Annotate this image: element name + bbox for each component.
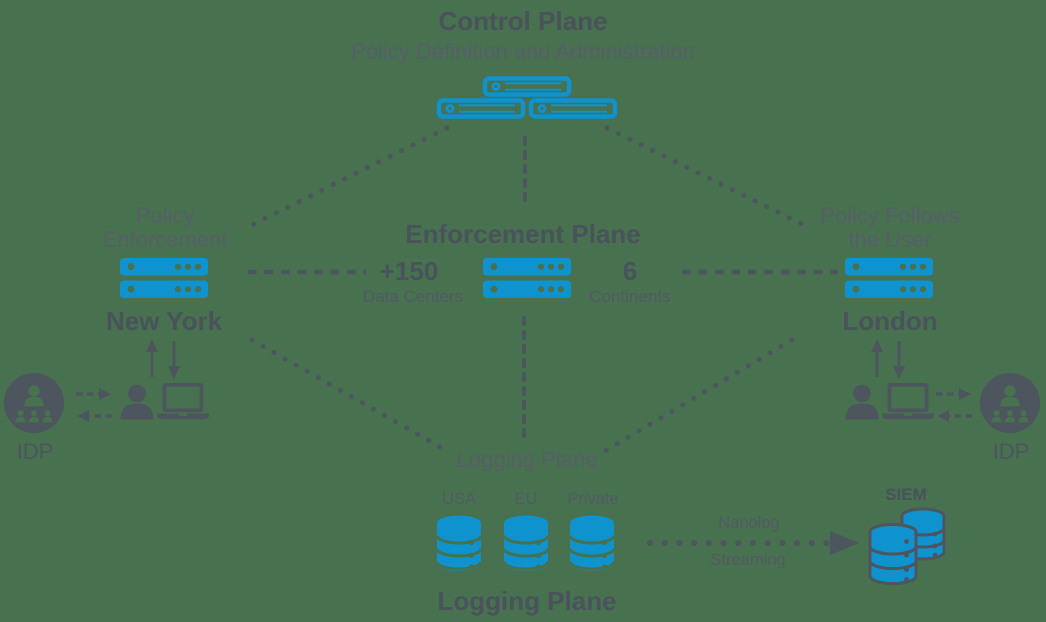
flow-label-nanolog: Nanolog [718, 514, 780, 532]
logging-plane-label: Logging Plane [456, 447, 598, 472]
datastore-label-usa: USA [442, 490, 476, 508]
user-icon [119, 384, 155, 420]
database-icon [502, 514, 550, 572]
connector-control-to-newyork [247, 125, 450, 229]
right-node-label-line2: the User [848, 227, 932, 252]
idp-right-label: IDP [992, 439, 1030, 464]
idp-left-arrows [76, 392, 112, 418]
connector-control-to-london [604, 125, 809, 229]
enforcement-server-icon [483, 258, 571, 298]
datacenters-label: Data Centers [362, 287, 464, 306]
laptop-icon [882, 383, 934, 421]
idp-icon [3, 372, 65, 434]
enforcement-plane-title: Enforcement Plane [405, 219, 641, 249]
idp-left-label: IDP [16, 439, 54, 464]
user-icon [844, 384, 880, 420]
continents-label: Continents [589, 287, 671, 306]
control-plane-subtitle: Policy Definition and Administration [351, 39, 695, 64]
laptop-icon [157, 383, 209, 421]
london-city-label: London [842, 306, 938, 336]
left-node-label-line2: Enforcement [102, 227, 228, 252]
flow-label-streaming: Streaming [710, 551, 786, 569]
connector-london-to-logging [602, 337, 795, 454]
idp-icon [979, 372, 1041, 434]
left-node-label-line1: Policy [135, 203, 195, 228]
database-icon [435, 514, 483, 572]
logging-plane-title: Logging Plane [437, 586, 617, 616]
right-node-label-line1: Policy Follows [820, 203, 960, 228]
continents-count: 6 [622, 256, 638, 286]
database-icon [568, 514, 616, 572]
arrow-heads [77, 339, 971, 555]
london-user-arrows [875, 341, 901, 377]
right-node-label: Policy Follows the User [820, 204, 959, 252]
connector-newyork-to-logging [249, 337, 450, 454]
datacenters-count: +150 [379, 256, 439, 286]
newyork-user-arrows [150, 341, 176, 377]
control-plane-title: Control Plane [438, 6, 608, 36]
newyork-server-icon [120, 258, 208, 298]
datastore-label-private: Private [567, 490, 619, 508]
london-server-icon [845, 258, 933, 298]
left-node-label: Policy Enforcement [103, 204, 228, 252]
siem-database-icon [868, 506, 950, 590]
datastore-label-eu: EU [514, 490, 538, 508]
newyork-city-label: New York [105, 306, 223, 336]
siem-label: SIEM [885, 485, 927, 504]
idp-right-arrows [936, 392, 972, 418]
control-plane-servers-icon [435, 76, 619, 120]
